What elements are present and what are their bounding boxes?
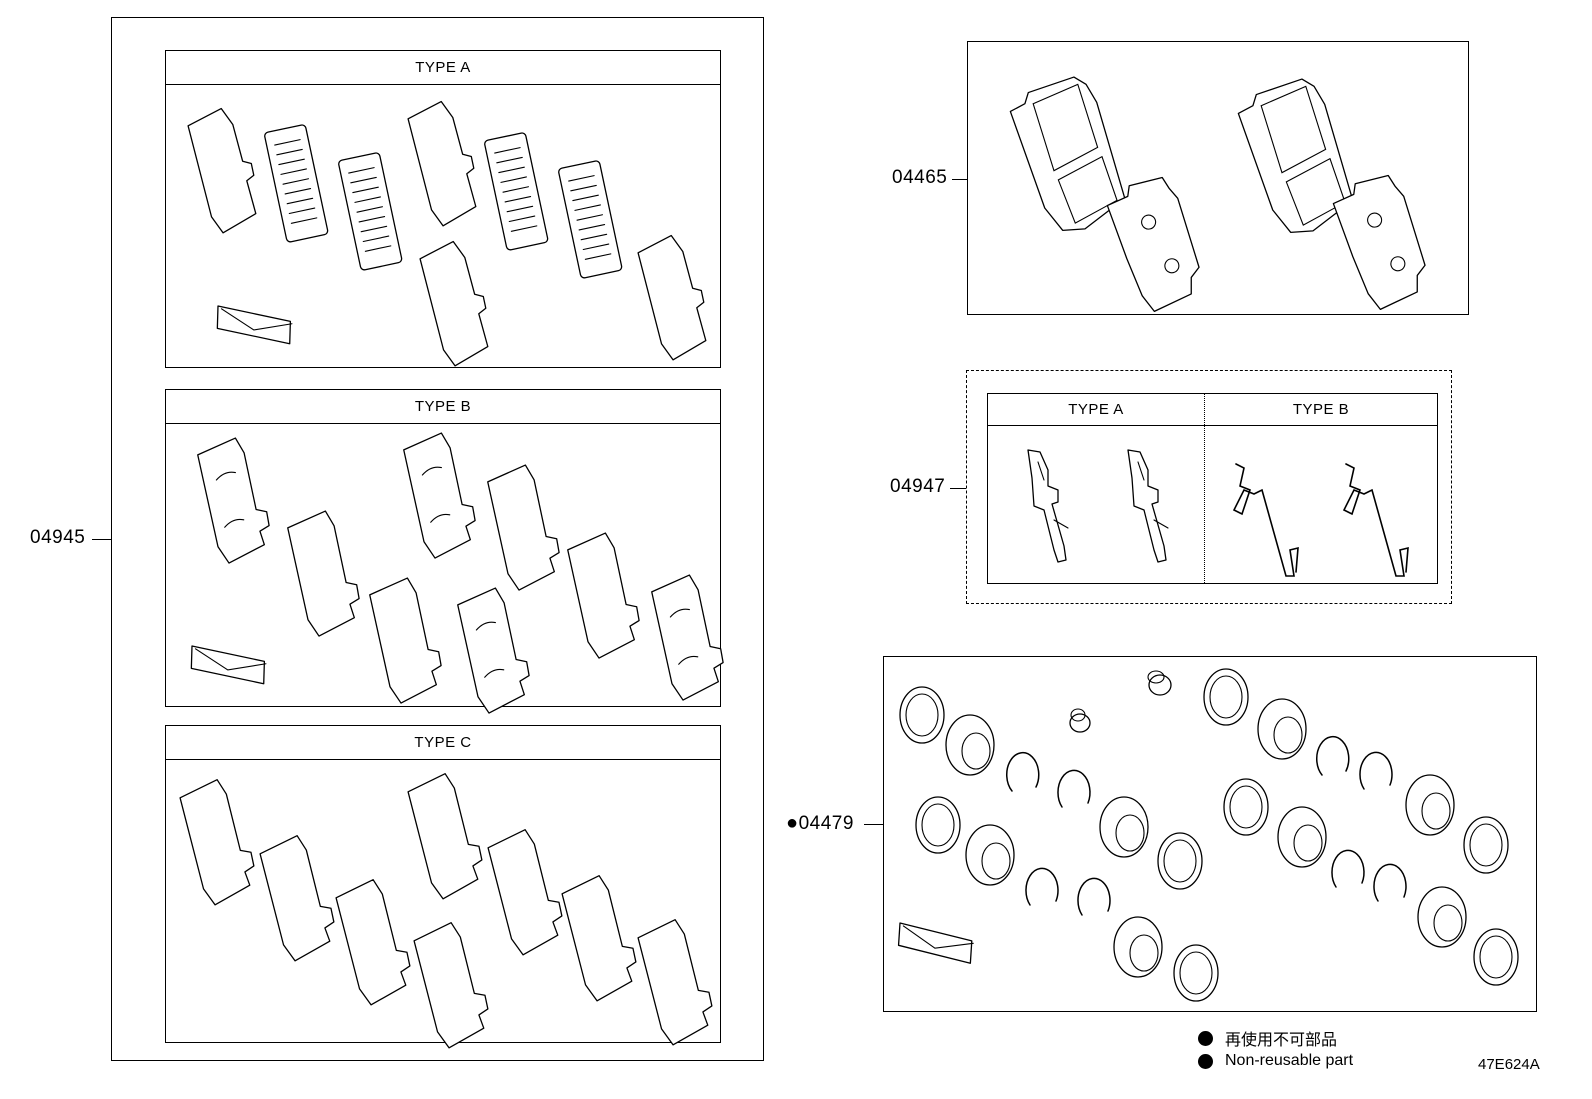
- dust-boot: [916, 797, 960, 853]
- dust-boot: [1174, 945, 1218, 1001]
- snap-ring: [1078, 878, 1110, 915]
- piston-seal-double: [1100, 797, 1148, 857]
- leader-line-04947: [950, 488, 967, 489]
- clip-type-b-1: [1234, 464, 1298, 576]
- shim-plain-14: [412, 919, 494, 1050]
- leader-line-04479: [864, 824, 884, 825]
- brake-pad-1: [1006, 72, 1130, 239]
- shim-windowed-1: [196, 435, 274, 565]
- legend-english: Non-reusable part: [1198, 1052, 1353, 1070]
- clip-type-a-1: [1028, 450, 1068, 562]
- snap-ring: [1007, 753, 1039, 791]
- group-04947-frame: TYPE A TYPE B: [966, 370, 1452, 604]
- group-04945-frame: TYPE A TYPE B TYPE C: [111, 17, 764, 1061]
- snap-ring: [1332, 850, 1364, 887]
- part-number-04479-label: 04479: [798, 813, 854, 834]
- bleeder-plug: [1070, 709, 1090, 732]
- group-04479-frame: [883, 656, 1537, 1012]
- shim-plain-11: [334, 876, 416, 1007]
- shim-plain-2: [406, 98, 484, 229]
- dust-boot: [1158, 833, 1202, 889]
- part-number-04465[interactable]: 04465: [892, 167, 948, 188]
- part-number-04479[interactable]: ●04479: [786, 812, 854, 835]
- leader-line-04945: [92, 539, 112, 540]
- type-c-shims-art: [166, 726, 722, 1044]
- piston-seal-double: [966, 825, 1014, 885]
- shim-plain-3: [418, 238, 496, 369]
- piston-seal-double: [1418, 887, 1466, 947]
- legend-dot-icon: [1198, 1053, 1213, 1069]
- type-b-shims-art: [166, 390, 722, 708]
- seals-and-boots-art: [884, 657, 1538, 1013]
- shim-plain-10: [258, 832, 340, 963]
- dust-boot: [1474, 929, 1518, 985]
- shim-windowed-3: [456, 585, 534, 715]
- snap-ring: [1058, 770, 1090, 807]
- shim-plain-15: [560, 872, 642, 1003]
- diagram-code: 47E624A: [1478, 1056, 1540, 1073]
- clip-type-b-2: [1344, 464, 1408, 576]
- dust-boot: [900, 687, 944, 743]
- grease-packet-icon: [213, 306, 294, 344]
- shim-slotted-4: [558, 160, 622, 278]
- part-number-04947[interactable]: 04947: [890, 476, 946, 497]
- shim-plain-6: [486, 462, 564, 592]
- group-04465-frame: [967, 41, 1469, 315]
- snap-ring: [1374, 864, 1406, 901]
- type-c-panel: TYPE C: [165, 725, 721, 1043]
- piston-seal-double: [1114, 917, 1162, 977]
- clip-type-a-2: [1128, 450, 1168, 562]
- type-a-header: TYPE A: [166, 51, 720, 85]
- grease-packet-icon: [187, 646, 268, 684]
- shim-windowed-2: [402, 430, 480, 560]
- bleeder-cap: [1148, 671, 1171, 695]
- shim-slotted-2: [338, 152, 402, 270]
- shim-plain-1: [186, 105, 264, 236]
- shim-plain-9: [178, 776, 260, 907]
- type-b-panel: TYPE B: [165, 389, 721, 707]
- grease-packet-icon: [895, 923, 976, 963]
- shim-slotted-1: [264, 124, 328, 242]
- legend-english-text: Non-reusable part: [1225, 1052, 1354, 1069]
- snap-ring: [1360, 752, 1392, 789]
- type-b-header: TYPE B: [166, 390, 720, 424]
- clip-table: TYPE A TYPE B: [987, 393, 1438, 584]
- shim-slotted-3: [484, 132, 548, 250]
- legend-japanese-text: 再使用不可部品: [1225, 1030, 1338, 1049]
- shim-windowed-4: [650, 572, 728, 702]
- dust-boot: [1464, 817, 1508, 873]
- legend-japanese: 再使用不可部品: [1198, 1026, 1337, 1050]
- clip-type-a-header: TYPE A: [988, 394, 1205, 425]
- snap-ring: [1317, 737, 1349, 775]
- piston-seal-double: [946, 715, 994, 775]
- shim-plain-5: [286, 508, 364, 638]
- clip-type-b-header: TYPE B: [1292, 401, 1350, 418]
- brake-pads-art: [968, 42, 1470, 316]
- clip-column-divider: [1204, 425, 1205, 583]
- dust-boot: [1224, 779, 1268, 835]
- type-a-shims-art: [166, 51, 722, 369]
- part-number-04945[interactable]: 04945: [30, 527, 86, 548]
- type-a-panel: TYPE A: [165, 50, 721, 368]
- pad-shim-plate-1: [1104, 174, 1207, 316]
- shim-plain-8: [566, 530, 644, 660]
- shim-plain-16: [636, 916, 718, 1047]
- snap-ring: [1026, 868, 1058, 905]
- piston-seal-double: [1406, 775, 1454, 835]
- leader-line-04465: [952, 179, 968, 180]
- shim-plain-4: [636, 232, 714, 363]
- pad-clips-art: [988, 394, 1439, 585]
- dust-boot: [1204, 669, 1248, 725]
- legend-dot-icon: [1198, 1030, 1213, 1046]
- shim-plain-13: [486, 826, 568, 957]
- piston-seal-double: [1258, 699, 1306, 759]
- type-c-header: TYPE C: [166, 726, 720, 760]
- piston-seal-double: [1278, 807, 1326, 867]
- brake-pad-2: [1234, 74, 1358, 241]
- shim-plain-12: [406, 770, 488, 901]
- non-reusable-marker: ●: [786, 812, 799, 834]
- shim-plain-7: [368, 575, 446, 705]
- clip-table-header-row: TYPE A TYPE B: [988, 394, 1437, 426]
- pad-shim-plate-2: [1330, 172, 1433, 314]
